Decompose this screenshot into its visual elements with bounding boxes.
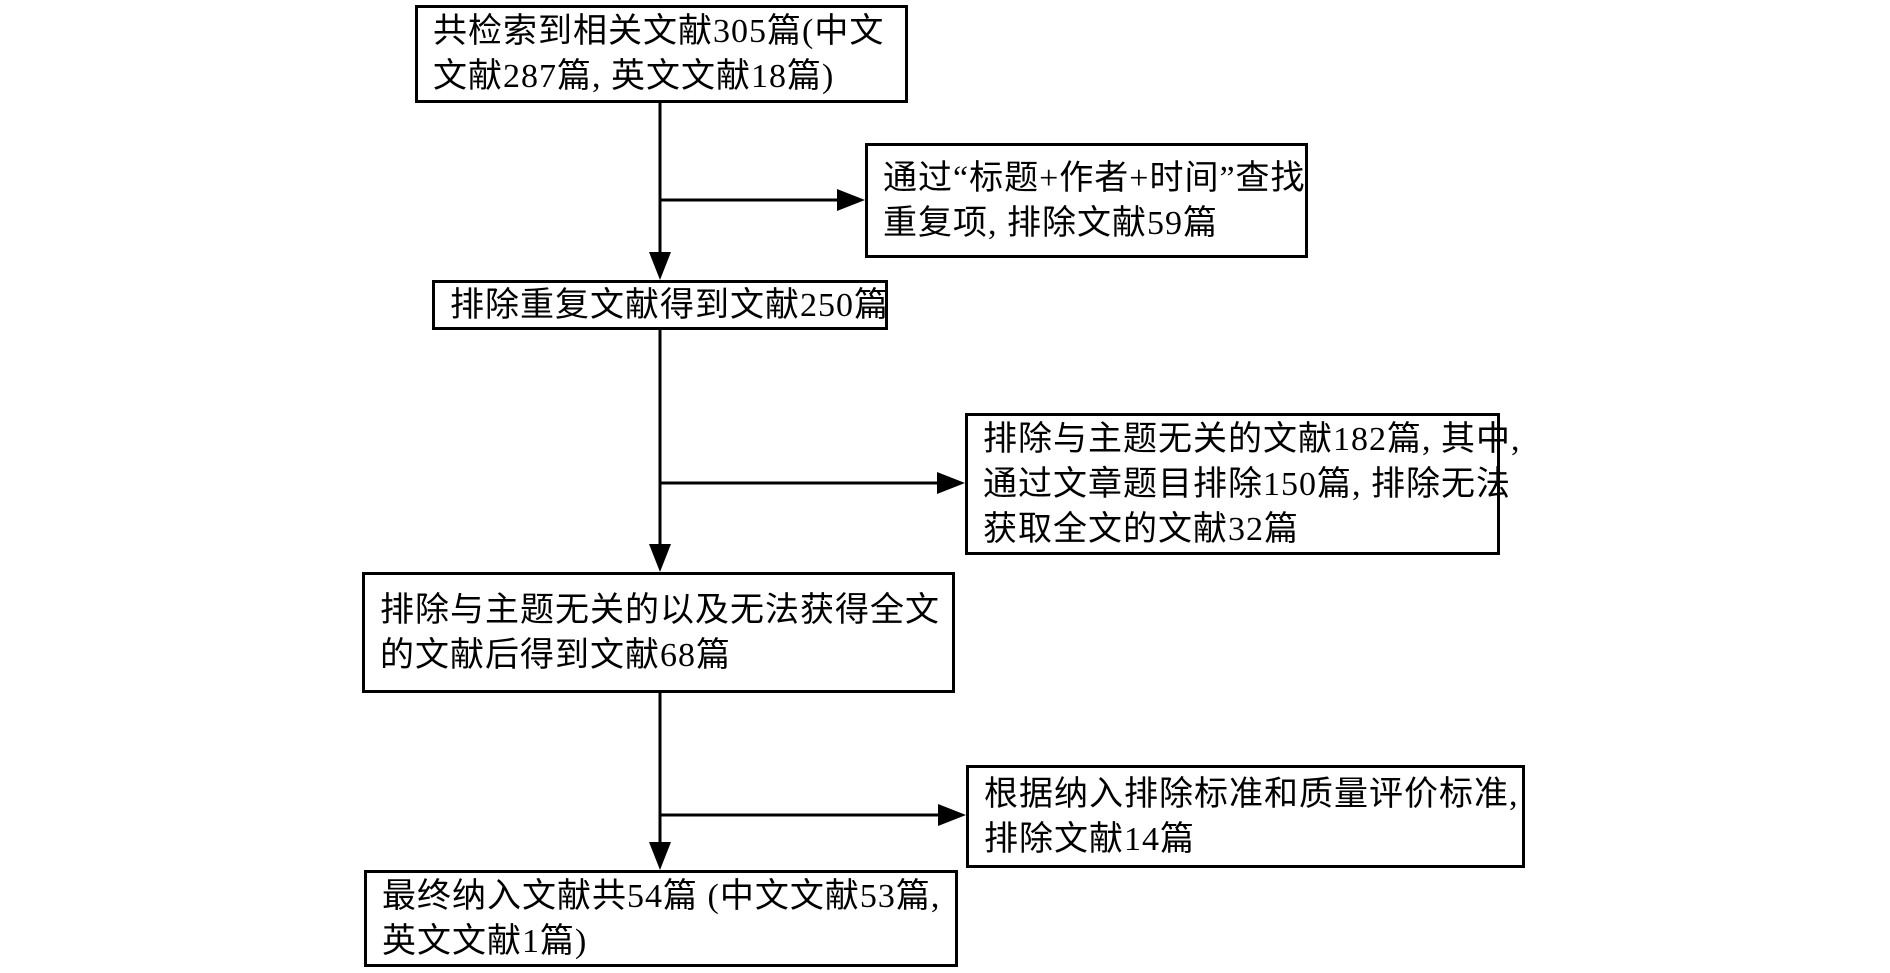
arrowhead-right-icon [937, 472, 965, 494]
flow-node-initial-search: 共检索到相关文献305篇(中文 文献287篇, 英文文献18篇) [415, 5, 908, 103]
flow-node-text-line: 最终纳入文献共54篇 (中文文献53篇, [382, 877, 941, 915]
flow-node-after-screening: 排除与主题无关的以及无法获得全文 的文献后得到文献68篇 [362, 572, 955, 693]
arrowhead-right-icon [938, 804, 966, 826]
flow-node-text-line: 文献287篇, 英文文献18篇) [433, 58, 835, 95]
flow-node-quality-exclusion-note: 根据纳入排除标准和质量评价标准, 排除文献14篇 [966, 765, 1525, 868]
arrowhead-down-icon [649, 544, 671, 572]
flow-node-text-line: 根据纳入排除标准和质量评价标准, [984, 775, 1519, 813]
flow-node-text-line: 通过“标题+作者+时间”查找 [883, 159, 1306, 197]
arrowhead-down-icon [649, 842, 671, 870]
arrowhead-right-icon [837, 189, 865, 211]
flow-node-text-line: 排除文献14篇 [984, 820, 1195, 858]
flow-node-text-line: 重复项, 排除文献59篇 [883, 204, 1218, 242]
flow-node-irrelevant-exclusion-note: 排除与主题无关的文献182篇, 其中, 通过文章题目排除150篇, 排除无法 获… [965, 413, 1521, 555]
flow-node-text-line: 的文献后得到文献68篇 [380, 636, 731, 674]
flow-node-after-dedup: 排除重复文献得到文献250篇 [432, 280, 888, 330]
flow-node-text-line: 排除与主题无关的以及无法获得全文 [380, 591, 940, 629]
flow-node-text-line: 通过文章题目排除150篇, 排除无法 [983, 465, 1511, 503]
flow-node-final-included: 最终纳入文献共54篇 (中文文献53篇, 英文文献1篇) [364, 870, 958, 967]
flow-node-text-line: 排除与主题无关的文献182篇, 其中, [983, 420, 1521, 458]
flow-node-duplicate-exclusion-note: 通过“标题+作者+时间”查找 重复项, 排除文献59篇 [865, 143, 1308, 258]
flow-node-text-line: 共检索到相关文献305篇(中文 [433, 13, 885, 50]
flow-node-text-line: 获取全文的文献32篇 [983, 510, 1299, 548]
arrowhead-down-icon [649, 252, 671, 280]
flow-node-text-line: 排除重复文献得到文献250篇 [450, 286, 889, 324]
flow-node-text-line: 英文文献1篇) [382, 922, 588, 960]
